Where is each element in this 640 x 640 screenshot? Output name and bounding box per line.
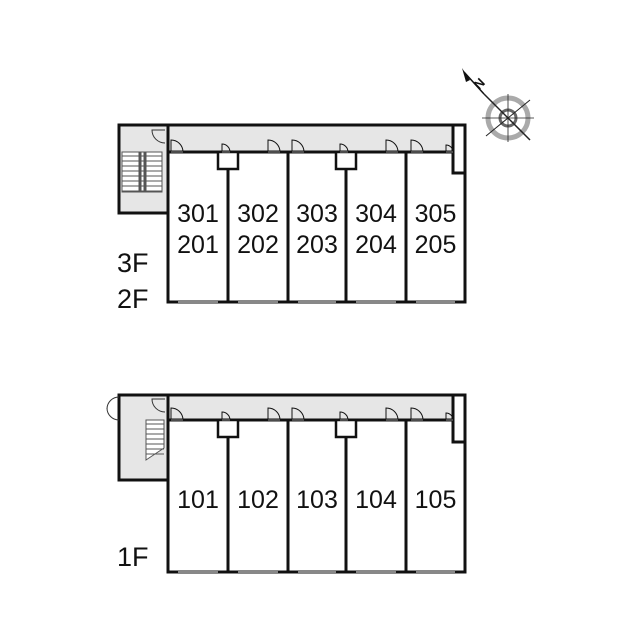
floor-label-2f: 2F (117, 284, 149, 314)
unit-number: 304 (355, 200, 397, 228)
door-icon (267, 407, 281, 421)
window (238, 570, 278, 573)
window (238, 300, 278, 303)
door-icon (291, 139, 305, 153)
window (356, 570, 396, 573)
unit-number: 203 (296, 231, 338, 259)
door-icon (339, 411, 349, 421)
utility-box (451, 393, 467, 444)
compass-icon: N (462, 68, 534, 142)
door-icon (410, 407, 424, 421)
meter-box (216, 150, 240, 171)
unit-number: 103 (296, 486, 338, 514)
door-icon (445, 144, 454, 153)
door-icon (170, 139, 184, 153)
corridor (166, 123, 467, 154)
meter-box (334, 418, 358, 439)
unit-number: 302 (237, 200, 279, 228)
unit-number: 101 (177, 486, 219, 514)
unit-number: 202 (237, 231, 279, 259)
unit-number: 102 (237, 486, 279, 514)
unit-number: 105 (415, 486, 457, 514)
door-icon (385, 407, 399, 421)
door-icon (410, 139, 424, 153)
floor-label-1f: 1F (117, 542, 149, 572)
unit-number: 201 (177, 231, 219, 259)
entrance-door-icon (106, 396, 120, 421)
stairs-icon (145, 419, 165, 461)
meter-box (216, 418, 240, 439)
door-icon (445, 412, 454, 421)
units-area (166, 418, 467, 574)
utility-box (451, 123, 467, 175)
unit-number: 204 (355, 231, 397, 259)
door-icon (221, 411, 231, 421)
stairs-icon (121, 151, 163, 193)
north-label: N (471, 75, 488, 92)
door-icon (267, 139, 281, 153)
unit-number: 301 (177, 200, 219, 228)
upper-block: 301 201 302 202 303 203 304 204 305 205 3F 2F (117, 123, 467, 314)
door-icon (339, 143, 349, 153)
floor-label-3f: 3F (117, 248, 149, 278)
window (298, 300, 336, 303)
window (356, 300, 396, 303)
door-icon (151, 398, 166, 413)
unit-number: 104 (355, 486, 397, 514)
door-icon (151, 129, 166, 144)
door-icon (170, 407, 184, 421)
unit-number: 205 (415, 231, 457, 259)
door-icon (385, 139, 399, 153)
unit-number: 305 (415, 200, 457, 228)
door-icon (221, 143, 231, 153)
window (178, 570, 218, 573)
corridor (166, 393, 467, 422)
unit-number: 303 (296, 200, 338, 228)
window (416, 570, 455, 573)
window (298, 570, 336, 573)
meter-box (334, 150, 358, 171)
window (416, 300, 455, 303)
window (178, 300, 218, 303)
lower-block: 101 102 103 104 105 1F (106, 393, 467, 574)
door-icon (291, 407, 305, 421)
